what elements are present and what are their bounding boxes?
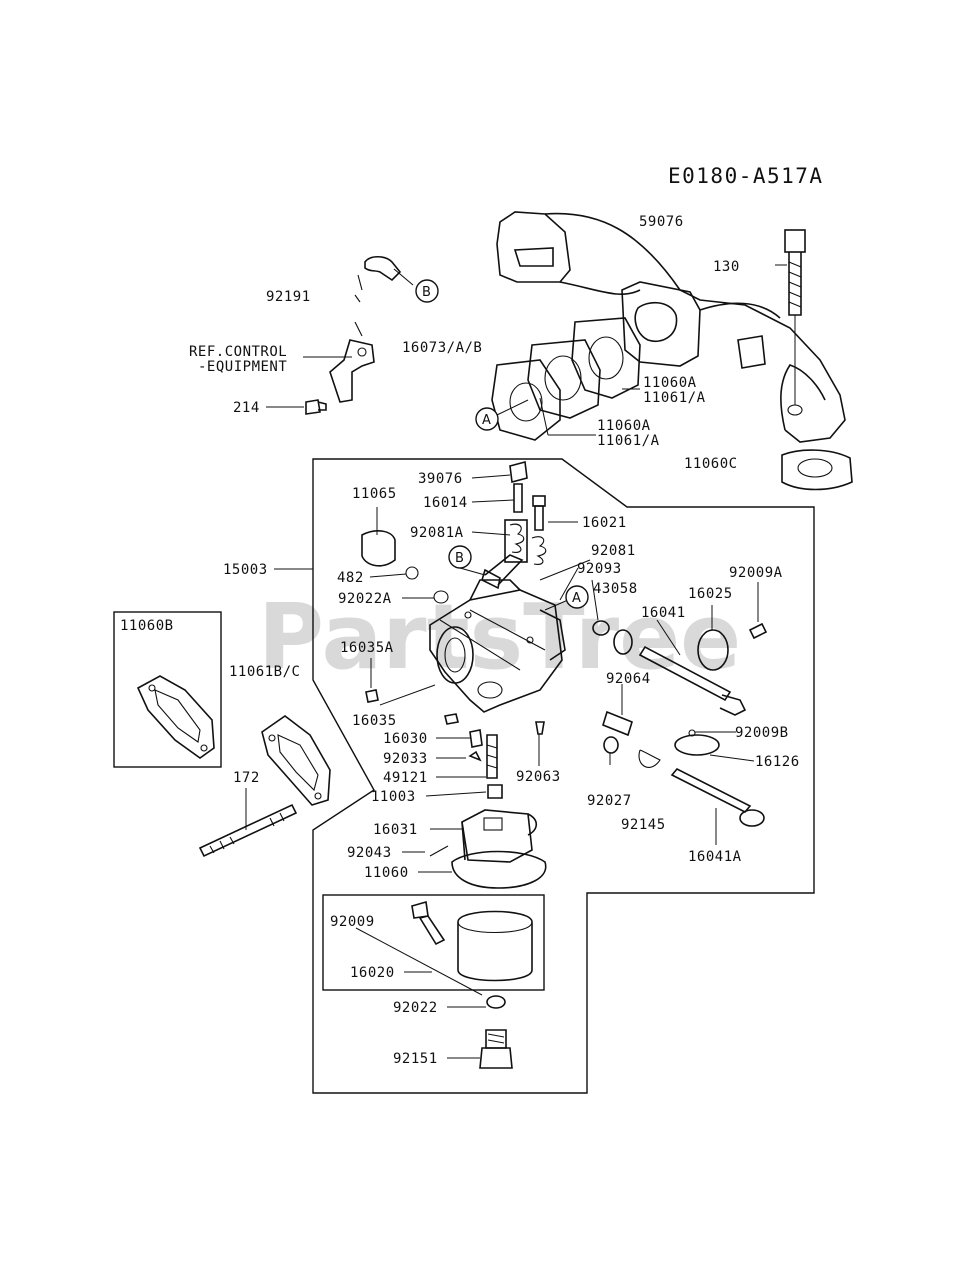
part-label: 92009A bbox=[729, 565, 783, 581]
part-label: 92022 bbox=[393, 1000, 438, 1016]
part-label: 11060 bbox=[364, 865, 409, 881]
part-label: -EQUIPMENT bbox=[198, 359, 287, 375]
leader-lines bbox=[245, 264, 796, 1059]
part-label: 92033 bbox=[383, 751, 428, 767]
carburetor-body bbox=[429, 519, 566, 713]
part-label: 11061/A bbox=[643, 390, 706, 406]
part-label: 11060B bbox=[120, 618, 174, 634]
part-label: 92064 bbox=[606, 671, 651, 687]
part-label: 16025 bbox=[688, 586, 733, 602]
callout-letter: B bbox=[455, 551, 464, 566]
diagram-code: E0180-A517A bbox=[668, 164, 824, 188]
part-label: 92022A bbox=[338, 591, 392, 607]
callout-letter: B bbox=[422, 285, 431, 300]
part-label: 11060A bbox=[597, 418, 651, 434]
part-label: 16021 bbox=[582, 515, 627, 531]
stud-172 bbox=[198, 803, 298, 858]
part-label: 214 bbox=[233, 400, 260, 416]
air-cleaner bbox=[411, 900, 533, 1069]
callout-letter: A bbox=[572, 591, 581, 606]
watermark: PartsTree bbox=[258, 585, 741, 690]
part-label: 92151 bbox=[393, 1051, 438, 1067]
bolt-130 bbox=[784, 229, 806, 316]
air-cleaner-frame bbox=[322, 894, 545, 991]
part-label: 43058 bbox=[593, 581, 638, 597]
part-label: 11060A bbox=[643, 375, 697, 391]
part-label: 172 bbox=[233, 770, 260, 786]
part-label: 15003 bbox=[223, 562, 268, 578]
part-label: 92027 bbox=[587, 793, 632, 809]
part-label: 92063 bbox=[516, 769, 561, 785]
part-label: 16014 bbox=[423, 495, 468, 511]
exhaust-manifold bbox=[496, 211, 853, 491]
part-label: 16031 bbox=[373, 822, 418, 838]
part-label: 11061/A bbox=[597, 433, 660, 449]
part-label: 39076 bbox=[418, 471, 463, 487]
part-label: 16020 bbox=[350, 965, 395, 981]
part-label: 16030 bbox=[383, 731, 428, 747]
callout-letter: A bbox=[482, 413, 491, 428]
part-labels: 59076 130 92191 16073/A/B REF.CONTROL -E… bbox=[120, 214, 800, 1067]
part-label: 16035 bbox=[352, 713, 397, 729]
part-label: 92081 bbox=[591, 543, 636, 559]
part-label: 16035A bbox=[340, 640, 394, 656]
part-label: 11060C bbox=[684, 456, 738, 472]
callout-a-top: A bbox=[475, 407, 499, 431]
jets-and-screws bbox=[361, 460, 633, 799]
part-label: 16126 bbox=[755, 754, 800, 770]
callout-b-top: B bbox=[415, 279, 439, 303]
exhaust-gaskets bbox=[491, 317, 641, 441]
part-label: 11061B/C bbox=[229, 664, 300, 680]
gasket-11061bc bbox=[261, 715, 331, 806]
part-label: 16041A bbox=[688, 849, 742, 865]
part-label: 49121 bbox=[383, 770, 428, 786]
callout-a-carb: A bbox=[565, 585, 589, 609]
control-bracket bbox=[329, 255, 402, 403]
gasket-11060b-frame bbox=[113, 611, 222, 768]
part-label: 11003 bbox=[371, 789, 416, 805]
part-label: 92081A bbox=[410, 525, 464, 541]
part-label: 130 bbox=[713, 259, 740, 275]
part-label: 92009B bbox=[735, 725, 789, 741]
part-label: 92093 bbox=[577, 561, 622, 577]
part-label: 11065 bbox=[352, 486, 397, 502]
part-label: 482 bbox=[337, 570, 364, 586]
part-label: 92009 bbox=[330, 914, 375, 930]
part-label: 16073/A/B bbox=[402, 340, 482, 356]
callout-b-carb: B bbox=[448, 545, 472, 569]
part-label: 92191 bbox=[266, 289, 311, 305]
shafts-and-valves bbox=[613, 622, 768, 827]
gasket-11060b bbox=[136, 675, 215, 759]
part-label: 59076 bbox=[639, 214, 684, 230]
part-label: REF.CONTROL bbox=[189, 344, 287, 360]
part-label: 92043 bbox=[347, 845, 392, 861]
float-bowl bbox=[429, 809, 547, 889]
screw-214 bbox=[305, 399, 327, 415]
part-label: 92145 bbox=[621, 817, 666, 833]
part-label: 16041 bbox=[641, 605, 686, 621]
